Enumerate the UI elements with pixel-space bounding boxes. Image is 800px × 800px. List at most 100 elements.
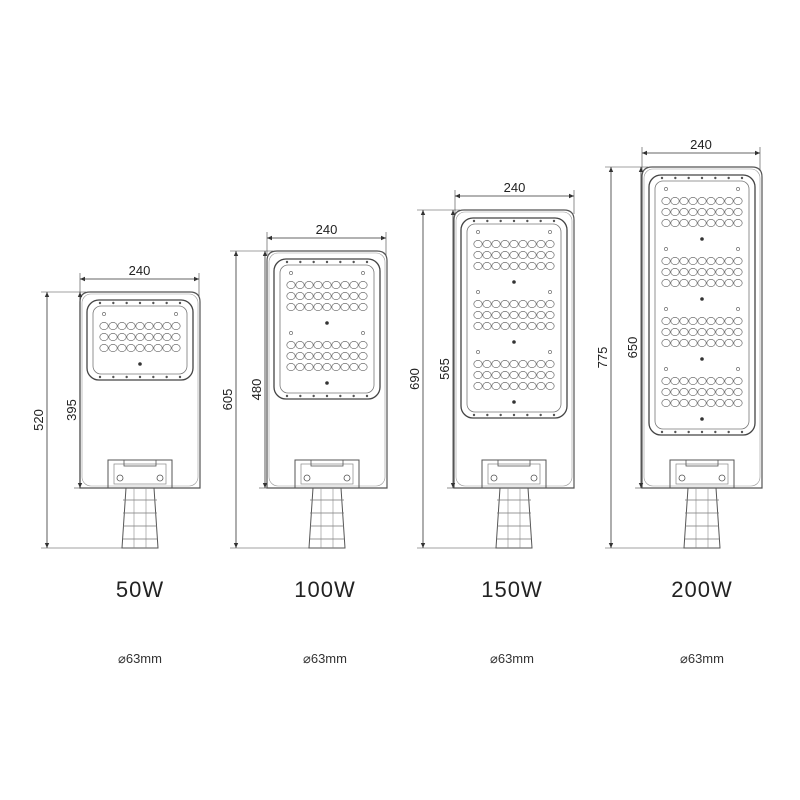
led-lens: [482, 300, 492, 308]
led-lens: [697, 208, 707, 216]
led-lens: [349, 292, 359, 300]
led-lens: [733, 257, 743, 265]
screw-dot: [325, 394, 329, 398]
center-dot: [325, 381, 329, 385]
led-lens: [340, 363, 350, 371]
body-height-dimension-line-head: [638, 483, 644, 488]
screw-dot: [526, 413, 529, 417]
led-lens: [509, 262, 519, 270]
led-lens: [679, 388, 689, 396]
led-lens: [331, 281, 341, 289]
screw-dot: [526, 219, 529, 223]
screw-dot: [740, 176, 744, 180]
led-lens: [679, 328, 689, 336]
led-lens: [536, 251, 546, 259]
overall-height-label-200w: 775: [595, 347, 610, 369]
overall-height-dimension-line-head: [420, 543, 426, 548]
led-lens: [697, 197, 707, 205]
overall-height-dimension-line-head: [608, 167, 614, 172]
led-lens: [661, 339, 671, 347]
width-label-50w: 240: [129, 263, 151, 278]
led-lens: [536, 300, 546, 308]
housing-outline: [641, 166, 763, 489]
led-lens: [706, 197, 716, 205]
led-lens: [286, 341, 296, 349]
led-lens: [715, 208, 725, 216]
led-lens: [536, 371, 546, 379]
led-lens: [679, 208, 689, 216]
led-lens: [473, 360, 483, 368]
led-lens: [688, 268, 698, 276]
led-lens: [509, 251, 519, 259]
body-height-dimension-line-head: [450, 210, 456, 215]
led-lens: [126, 333, 136, 341]
screw-dot: [499, 219, 502, 223]
width-dimension-line-head: [569, 193, 574, 199]
led-lens: [500, 251, 510, 259]
led-lens: [688, 377, 698, 385]
led-lens: [509, 371, 519, 379]
led-lens: [724, 388, 734, 396]
screw-dot: [512, 413, 516, 417]
led-lens: [706, 268, 716, 276]
screw-dot: [660, 430, 664, 434]
center-dot: [700, 417, 704, 421]
led-lens: [482, 262, 492, 270]
led-lens: [491, 262, 501, 270]
led-lens: [117, 333, 127, 341]
led-lens: [670, 339, 680, 347]
screw-dot: [472, 219, 476, 223]
led-lens: [473, 371, 483, 379]
screw-dot: [714, 176, 717, 180]
mount-hole: [736, 307, 740, 311]
led-lens: [706, 339, 716, 347]
led-lens: [661, 208, 671, 216]
screw-dot: [112, 375, 115, 379]
led-lens: [715, 388, 725, 396]
body-height-dimension-line-head: [77, 483, 83, 488]
led-lens: [473, 322, 483, 330]
led-lens: [670, 388, 680, 396]
body-height-dimension-line-head: [262, 251, 268, 256]
led-lens: [536, 360, 546, 368]
mount-hole: [289, 271, 293, 275]
screw-dot: [352, 394, 355, 398]
led-lens: [500, 300, 510, 308]
overall-height-label-100w: 605: [220, 389, 235, 411]
led-lens: [670, 279, 680, 287]
led-lens: [661, 328, 671, 336]
led-lens: [500, 371, 510, 379]
pole-diameter-label-100w: ⌀63mm: [303, 651, 347, 666]
led-lens: [670, 377, 680, 385]
led-lens: [706, 279, 716, 287]
led-lens: [482, 240, 492, 248]
led-lens: [500, 262, 510, 270]
led-lens: [545, 251, 555, 259]
led-lens: [331, 341, 341, 349]
screw-dot: [499, 413, 502, 417]
led-lens: [518, 360, 528, 368]
led-lens: [679, 197, 689, 205]
led-lens: [724, 399, 734, 407]
screw-dot: [365, 260, 369, 264]
overall-height-dimension-line-head: [44, 292, 50, 297]
led-lens: [679, 317, 689, 325]
led-lens: [679, 377, 689, 385]
model-100w: 240 605 480: [220, 222, 388, 549]
screw-dot: [539, 219, 542, 223]
screw-dot: [152, 301, 155, 305]
led-lens: [473, 311, 483, 319]
led-lens: [545, 300, 555, 308]
led-lens: [144, 344, 154, 352]
led-lens: [491, 251, 501, 259]
led-lens: [724, 279, 734, 287]
lamp-body-150w: [453, 209, 575, 549]
led-lens: [358, 363, 368, 371]
led-lens: [313, 352, 323, 360]
led-lens: [679, 399, 689, 407]
overall-height-label-50w: 520: [31, 409, 46, 431]
led-lens: [661, 268, 671, 276]
width-dimension-line-head: [194, 276, 199, 282]
screw-dot: [674, 176, 677, 180]
